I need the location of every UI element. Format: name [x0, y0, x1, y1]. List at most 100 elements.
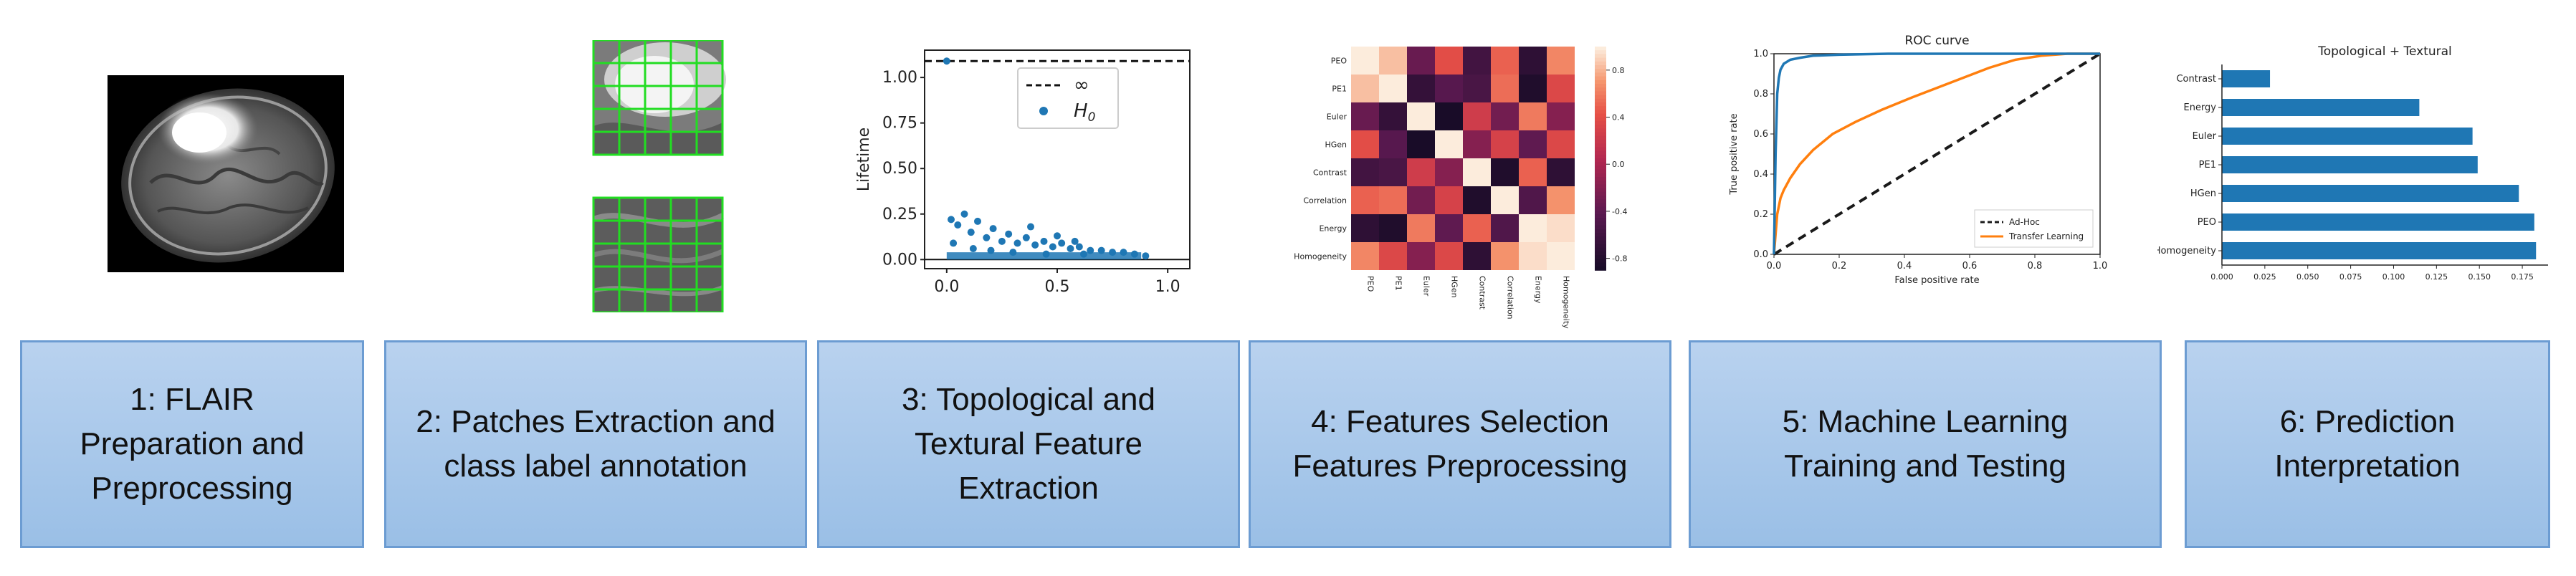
- colorbar-segment: [1595, 184, 1606, 189]
- data-point: [1075, 243, 1083, 251]
- heatmap-cell: [1407, 75, 1435, 102]
- x-tick-label: 0.0: [934, 278, 959, 296]
- category-label: Euler: [2193, 131, 2217, 142]
- heatmap-cell: [1379, 75, 1407, 102]
- data-point: [1049, 243, 1056, 251]
- healthy-patch-icon: [592, 196, 724, 312]
- heatmap-cell: [1351, 214, 1379, 242]
- heatmap-cell: [1463, 214, 1491, 242]
- y-axis-label: Lifetime: [855, 128, 873, 191]
- x-tick-label: 0.000: [2210, 272, 2233, 282]
- y-tick-label: 0.8: [1753, 89, 1768, 100]
- step-label: 2: Patches Extraction and class label an…: [416, 404, 776, 484]
- y-tick-label: 0.25: [882, 206, 917, 224]
- row-label: PEO: [1331, 57, 1347, 66]
- heatmap-cell: [1547, 242, 1575, 270]
- heatmap-cell: [1547, 158, 1575, 186]
- heatmap-cell: [1463, 158, 1491, 186]
- category-label: HGen: [2190, 188, 2216, 199]
- data-point: [950, 239, 958, 247]
- colorbar-tick-label: 0.4: [1612, 113, 1625, 123]
- legend-label: ∞: [1074, 75, 1089, 96]
- legend-box: [1974, 209, 2094, 248]
- colorbar-segment: [1595, 188, 1606, 193]
- heatmap-cell: [1351, 102, 1379, 130]
- x-tick-label: 0.100: [2382, 272, 2405, 282]
- colorbar-segment: [1595, 225, 1606, 230]
- colorbar-segment: [1595, 233, 1606, 237]
- patches-panel: [586, 40, 730, 312]
- y-tick-label: 0.2: [1753, 209, 1768, 220]
- column-label: Homogeneity: [1562, 276, 1571, 329]
- column-label: Euler: [1422, 276, 1431, 297]
- heatmap-cell: [1407, 214, 1435, 242]
- heatmap-cell: [1547, 186, 1575, 214]
- heatmap-cell: [1547, 130, 1575, 158]
- colorbar-segment: [1595, 169, 1606, 174]
- colorbar-segment: [1595, 47, 1606, 51]
- x-tick-label: 0.6: [1962, 261, 1978, 272]
- colorbar-segment: [1595, 214, 1606, 219]
- row-label: Euler: [1327, 112, 1347, 122]
- heatmap-cell: [1519, 75, 1547, 102]
- colorbar-segment: [1595, 87, 1606, 92]
- roc-series-line: [1773, 52, 2102, 256]
- colorbar-segment: [1595, 210, 1606, 215]
- data-point: [974, 217, 981, 225]
- x-tick-label: 0.025: [2253, 272, 2276, 282]
- heatmap-cell: [1351, 186, 1379, 214]
- importance-bar: [2222, 185, 2519, 202]
- y-tick-label: 0.00: [882, 251, 917, 269]
- data-point: [1058, 239, 1066, 247]
- heatmap-cell: [1379, 102, 1407, 130]
- x-tick-label: 0.4: [1897, 261, 1912, 272]
- category-label: Energy: [2183, 102, 2216, 113]
- colorbar-segment: [1595, 80, 1606, 85]
- colorbar-segment: [1595, 61, 1606, 66]
- colorbar-segment: [1595, 113, 1606, 118]
- colorbar-segment: [1595, 244, 1606, 249]
- heatmap-cell: [1491, 158, 1519, 186]
- heatmap-cell: [1463, 75, 1491, 102]
- colorbar-segment: [1595, 128, 1606, 133]
- row-label: Contrast: [1313, 168, 1347, 178]
- colorbar-segment: [1595, 236, 1606, 241]
- colorbar-segment: [1595, 247, 1606, 252]
- colorbar-segment: [1595, 69, 1606, 74]
- heatmap-cell: [1547, 214, 1575, 242]
- brain-mri-icon: [108, 75, 344, 272]
- step-label: 5: Machine Learning Training and Testing: [1782, 404, 2069, 484]
- column-label: HGen: [1450, 276, 1459, 298]
- data-point: [954, 221, 962, 229]
- heatmap-cell: [1463, 47, 1491, 75]
- heatmap-cell: [1547, 102, 1575, 130]
- heatmap-cell: [1491, 75, 1519, 102]
- colorbar-segment: [1595, 259, 1606, 264]
- data-point: [1071, 237, 1079, 245]
- importance-bar: [2222, 99, 2420, 116]
- heatmap-cell: [1547, 75, 1575, 102]
- data-point: [1027, 223, 1034, 231]
- colorbar-segment: [1595, 50, 1606, 55]
- colorbar-tick-label: -0.8: [1612, 254, 1627, 264]
- colorbar-segment: [1595, 199, 1606, 204]
- step-box-3: 3: Topological and Textural Feature Extr…: [817, 340, 1240, 548]
- chart-title: ROC curve: [1904, 34, 1969, 48]
- y-tick-label: 0.6: [1753, 129, 1768, 140]
- heatmap-cell: [1379, 158, 1407, 186]
- colorbar-segment: [1595, 165, 1606, 171]
- category-label: PE1: [2199, 160, 2216, 171]
- row-label: HGen: [1325, 140, 1347, 150]
- y-tick-label: 1.00: [882, 69, 917, 87]
- y-tick-label: 0.0: [1753, 249, 1768, 260]
- colorbar-segment: [1595, 206, 1606, 211]
- colorbar-segment: [1595, 266, 1606, 271]
- colorbar-segment: [1595, 147, 1606, 152]
- data-point: [1054, 232, 1061, 240]
- row-label: Energy: [1319, 224, 1347, 234]
- column-label: Contrast: [1478, 276, 1487, 310]
